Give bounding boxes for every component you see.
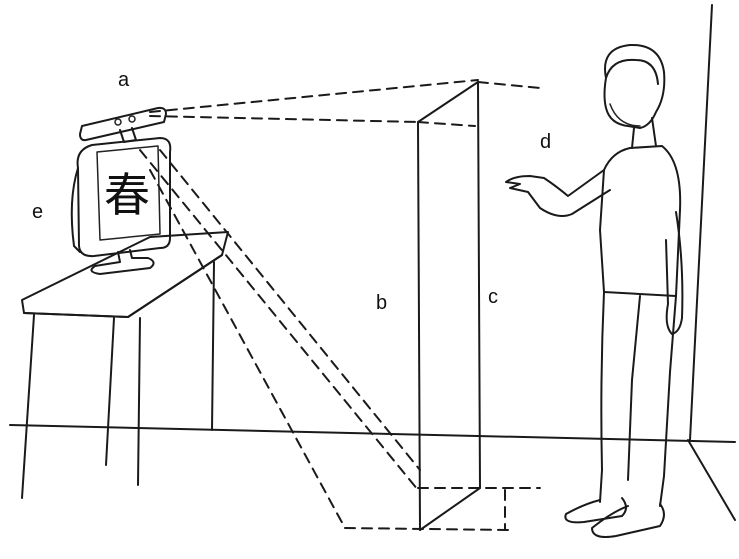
table-leg-1 <box>21 314 35 499</box>
sensor-lens-1 <box>114 118 122 126</box>
table-top <box>21 231 229 318</box>
label-a: a <box>118 69 130 91</box>
fov-top-far-extend <box>477 81 541 89</box>
table-leg-4 <box>211 261 215 431</box>
table <box>21 231 229 499</box>
person-legs <box>599 291 677 507</box>
plane-near-edge <box>417 121 421 531</box>
table-leg-3 <box>137 317 141 486</box>
sensor-mount <box>119 127 137 143</box>
depth-sensor <box>79 106 167 143</box>
fov-side-lower <box>159 149 421 471</box>
plane-bottom-edge <box>419 487 481 531</box>
person-back-arm <box>665 211 684 335</box>
label-e: e <box>32 201 43 223</box>
person <box>505 43 684 538</box>
fov-bottom-near <box>149 169 346 529</box>
fov-top-near-extend <box>417 121 476 127</box>
screen-character: 春 <box>104 168 150 222</box>
person-beard <box>609 103 641 127</box>
field-of-view <box>139 79 541 531</box>
floor-wall-edge <box>687 439 736 521</box>
person-hair <box>605 58 659 85</box>
label-c: c <box>488 286 498 308</box>
person-neck <box>631 117 657 149</box>
person-shoe-right <box>591 503 665 538</box>
person-arm <box>505 169 611 217</box>
fov-floor-near <box>344 527 511 531</box>
fov-top-near <box>149 115 419 123</box>
monitor-frame <box>76 137 172 258</box>
label-d: d <box>540 131 551 153</box>
label-b: b <box>376 292 387 314</box>
monitor-side <box>70 167 81 253</box>
plane-far-edge <box>477 81 481 489</box>
fov-bottom-far <box>139 149 419 491</box>
wall-corner-line <box>689 4 713 441</box>
sensor-bar <box>79 106 167 142</box>
person-head <box>603 43 666 129</box>
table-front-edge <box>23 254 223 318</box>
monitor-stand <box>90 249 155 275</box>
sensor-lens-2 <box>128 115 136 123</box>
person-torso <box>599 145 682 297</box>
plane-top-edge <box>417 81 479 123</box>
measurement-plane <box>417 81 506 531</box>
fov-top-far <box>149 79 479 113</box>
table-leg-2 <box>105 317 115 466</box>
monitor: 春 <box>70 137 172 275</box>
monitor-screen <box>96 145 161 241</box>
